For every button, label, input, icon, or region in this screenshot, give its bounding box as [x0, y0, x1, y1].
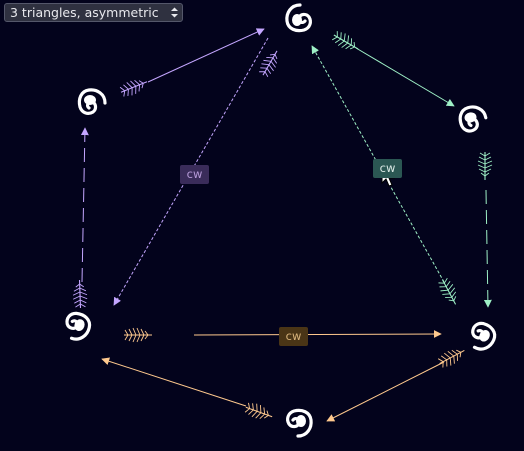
layout-select[interactable]: 3 triangles, asymmetric [4, 3, 183, 22]
feather-icon [435, 275, 463, 309]
node-bottomright[interactable] [463, 318, 501, 356]
feather-icon [71, 279, 89, 309]
node-top[interactable] [285, 3, 312, 33]
feather-icon [242, 400, 276, 424]
feather-icon [477, 151, 493, 181]
edge-green-right-bottomright [483, 189, 492, 308]
feather-icon [435, 343, 469, 371]
node-bottomleft[interactable] [60, 309, 95, 345]
layout-select-value: 3 triangles, asymmetric [10, 5, 159, 20]
edge-purple-left-top [147, 28, 265, 83]
node-bottom[interactable] [286, 408, 313, 438]
edge-orange-bottom-bottomleft [101, 357, 247, 407]
feather-icon [256, 46, 284, 80]
node-left[interactable] [77, 88, 107, 115]
feather-icon [329, 28, 363, 56]
edge-purple-top-bottomleft [113, 37, 269, 306]
node-right[interactable] [456, 103, 490, 135]
feather-icon [117, 74, 151, 100]
chevron-up-down-icon [171, 7, 178, 18]
edge-orange-bottomright-bottom [326, 361, 445, 422]
edge-purple-bottomleft-left [80, 127, 89, 283]
direction-badge-green[interactable]: cw [373, 159, 402, 178]
direction-badge-orange[interactable]: cw [279, 327, 308, 346]
edge-green-top-right [355, 47, 455, 107]
feather-icon [123, 327, 153, 343]
direction-badge-purple[interactable]: cw [180, 165, 209, 184]
edge-orange-bottomleft-bottomright [193, 330, 442, 339]
